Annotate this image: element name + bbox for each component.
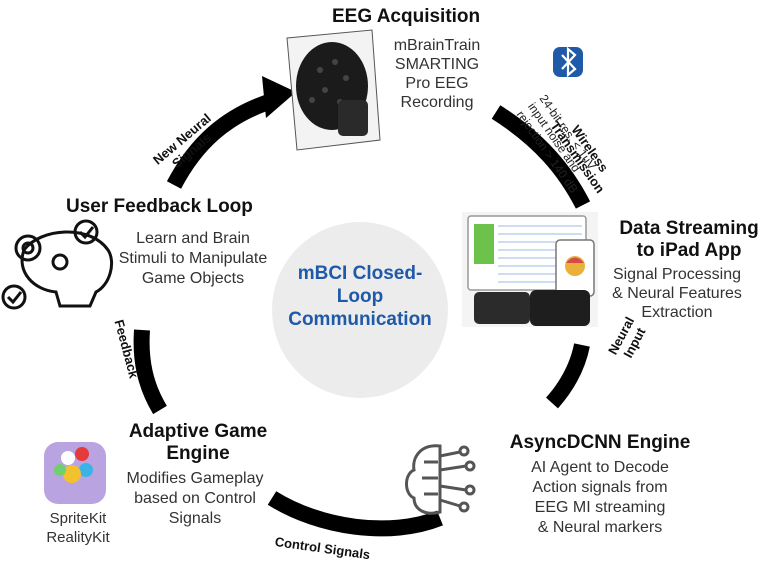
spritekit-realitykit-icon [44, 442, 106, 504]
framework-label: RealityKit [46, 529, 110, 546]
user-title: User Feedback Loop [66, 196, 253, 217]
engine-desc-line: AI Agent to Decode [531, 459, 669, 476]
eeg-description: mBrainTrain SMARTING Pro EEG Recording [382, 36, 492, 112]
streaming-description: Signal Processing & Neural Features Extr… [602, 265, 752, 322]
user-description: Learn and Brain Stimuli to Manipulate Ga… [108, 229, 278, 289]
bluetooth-icon [553, 46, 583, 78]
user-desc-line: Game Objects [141, 270, 245, 287]
arc-wireless [491, 105, 591, 209]
game-desc-line: Signals [168, 510, 222, 527]
center-line: mBCI Closed- [297, 263, 423, 284]
streaming-title-line: Data Streaming [619, 218, 759, 239]
streaming-desc-line: Extraction [641, 304, 713, 321]
center-circle [272, 222, 448, 398]
eeg-desc-line: mBrainTrain [393, 37, 481, 54]
streaming-title-line: to iPad App [636, 240, 742, 261]
game-title-line: Engine [166, 443, 230, 464]
streaming-title: Data Streaming to iPad App [604, 218, 774, 262]
center-line: Communication [288, 309, 432, 330]
game-frameworks: SpriteKit RealityKit [30, 509, 126, 547]
arrowhead-to-eeg [262, 76, 296, 118]
center-line: Loop [336, 286, 384, 307]
eeg-desc-line: Pro EEG [405, 75, 469, 92]
eeg-title: EEG Acquisition [332, 6, 481, 27]
engine-desc-line: Action signals from [532, 479, 668, 496]
engine-desc-line: EEG MI streaming [534, 499, 666, 516]
eeg-desc-line: Recording [400, 94, 474, 111]
streaming-desc-line: Signal Processing [612, 266, 742, 283]
center-label: mBCI Closed- Loop Communication [272, 262, 448, 331]
arc-control-signals [267, 491, 443, 537]
eeg-headset-image [286, 29, 381, 151]
game-desc-line: based on Control [134, 490, 256, 507]
arc-feedback [133, 329, 167, 415]
user-desc-line: Learn and Brain [136, 230, 250, 247]
game-description: Modifies Gameplay based on Control Signa… [110, 469, 280, 529]
streaming-desc-line: & Neural Features [612, 285, 742, 302]
user-desc-line: Stimuli to Manipulate [118, 250, 268, 267]
game-title: Adaptive Game Engine [110, 421, 286, 465]
game-title-line: Adaptive Game [128, 421, 268, 442]
ai-engine-icon [405, 444, 476, 515]
game-desc-line: Modifies Gameplay [126, 470, 264, 487]
arc-new-signals [166, 92, 278, 189]
framework-label: SpriteKit [49, 510, 107, 527]
eeg-desc-line: SMARTING [394, 56, 480, 73]
brain-gear-icon [1, 219, 113, 310]
arc-neural-input [545, 343, 590, 409]
engine-title: AsyncDCNN Engine [509, 432, 691, 453]
engine-description: AI Agent to Decode Action signals from E… [490, 458, 710, 538]
engine-desc-line: & Neural markers [537, 519, 663, 536]
ipad-app-image [462, 212, 598, 327]
